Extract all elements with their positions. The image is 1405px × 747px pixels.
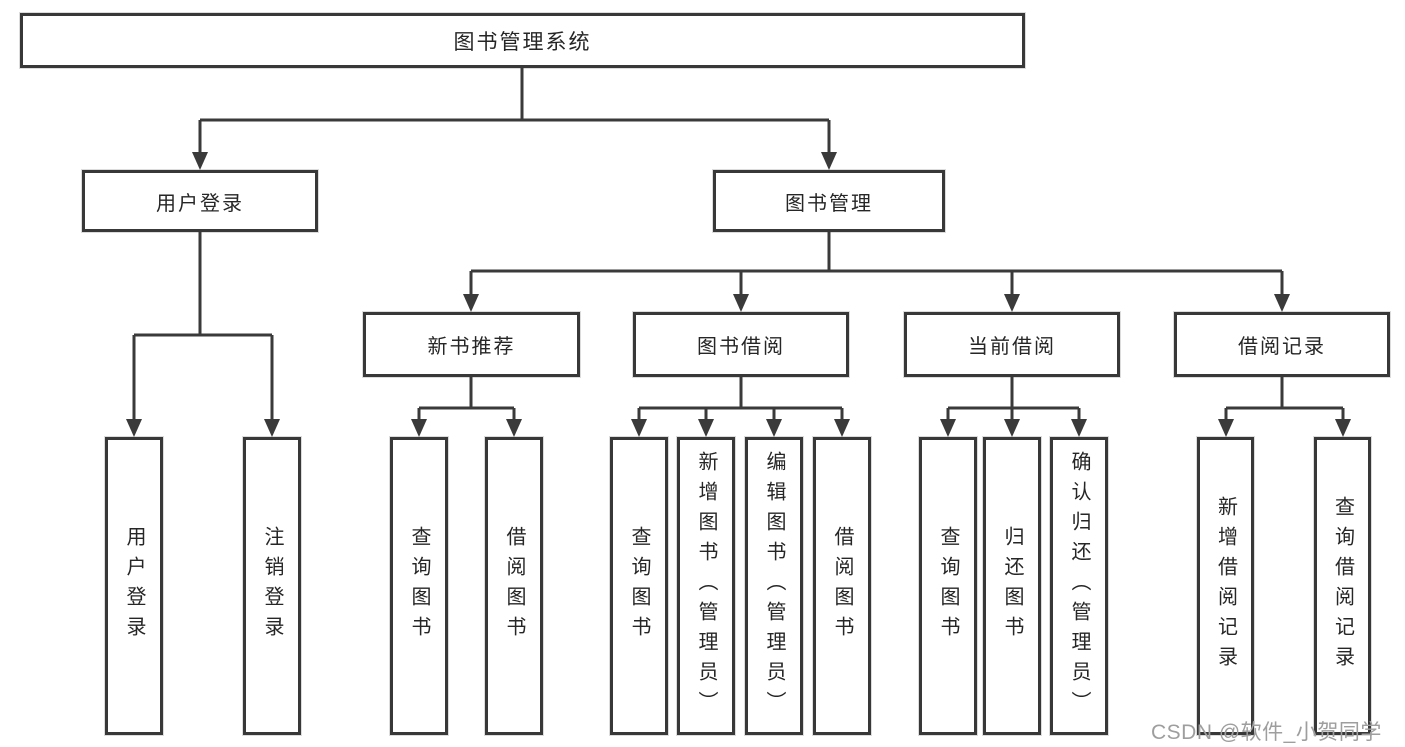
csdn-watermark: CSDN @软件_小贺同学	[1151, 721, 1382, 744]
arrowhead	[1004, 294, 1020, 312]
arrowhead	[126, 419, 142, 437]
node-label: 当前借阅	[968, 336, 1056, 358]
node-label: 新增图书（管理员）	[695, 451, 717, 721]
arrowhead	[834, 419, 850, 437]
leaf-records-query-record: 查询借阅记录	[1314, 437, 1371, 735]
arrowhead	[733, 294, 749, 312]
node-label: 归还图书	[1001, 526, 1023, 646]
node-current-borrowing: 当前借阅	[904, 312, 1120, 377]
connector-mgmt-to-level3	[463, 232, 1290, 312]
connector-login-to-leaves	[126, 232, 280, 437]
node-label: 借阅记录	[1238, 336, 1326, 358]
leaf-newbook-borrow-books: 借阅图书	[485, 437, 543, 735]
arrowhead	[1335, 419, 1351, 437]
node-library-management-system: 图书管理系统	[20, 13, 1025, 68]
arrowhead	[1071, 419, 1087, 437]
node-label: 借阅图书	[503, 526, 525, 646]
node-label: 查询借阅记录	[1331, 496, 1354, 676]
node-label: 查询图书	[937, 526, 959, 646]
node-label: 注销登录	[261, 526, 283, 646]
node-user-login: 用户登录	[82, 170, 318, 232]
arrowhead	[411, 419, 427, 437]
leaf-current-confirm-return-admin: 确认归还（管理员）	[1050, 437, 1108, 735]
leaf-borrow-borrow-books: 借阅图书	[813, 437, 871, 735]
arrowhead	[192, 152, 208, 170]
leaf-current-return-books: 归还图书	[983, 437, 1041, 735]
node-label: 图书管理系统	[453, 30, 592, 54]
node-label: 查询图书	[628, 526, 650, 646]
connector-current-to-leaves	[940, 377, 1087, 437]
arrowhead	[631, 419, 647, 437]
node-label: 查询图书	[408, 526, 430, 646]
connector-records-to-leaves	[1218, 377, 1351, 437]
arrowhead	[940, 419, 956, 437]
node-label: 用户登录	[123, 526, 145, 646]
arrowhead	[1274, 294, 1290, 312]
node-label: 图书管理	[785, 192, 873, 215]
connector-root-to-level2	[192, 68, 837, 170]
connector-newbook-to-leaves	[411, 377, 522, 437]
leaf-records-add-record: 新增借阅记录	[1197, 437, 1254, 735]
arrowhead	[1218, 419, 1234, 437]
node-label: 新书推荐	[427, 336, 516, 358]
node-label: 编辑图书（管理员）	[763, 451, 785, 721]
arrowhead	[698, 419, 714, 437]
node-label: 图书借阅	[697, 336, 785, 358]
node-new-book-recommend: 新书推荐	[363, 312, 580, 377]
connector-borrow-to-leaves	[631, 377, 850, 437]
leaf-current-query-books: 查询图书	[919, 437, 977, 735]
leaf-borrow-query-books: 查询图书	[610, 437, 668, 735]
node-borrowing-records: 借阅记录	[1174, 312, 1390, 377]
leaf-newbook-query-books: 查询图书	[390, 437, 448, 735]
arrowhead	[506, 419, 522, 437]
leaf-user-login: 用户登录	[105, 437, 163, 735]
node-label: 借阅图书	[831, 526, 853, 646]
leaf-borrow-add-books-admin: 新增图书（管理员）	[677, 437, 735, 735]
arrowhead	[264, 419, 280, 437]
arrowhead	[766, 419, 782, 437]
node-book-management: 图书管理	[713, 170, 945, 232]
node-label: 确认归还（管理员）	[1068, 451, 1090, 721]
arrowhead	[821, 152, 837, 170]
arrowhead	[1004, 419, 1020, 437]
arrowhead	[463, 294, 479, 312]
leaf-borrow-edit-books-admin: 编辑图书（管理员）	[745, 437, 803, 735]
node-label: 用户登录	[156, 192, 244, 215]
node-label: 新增借阅记录	[1214, 496, 1237, 676]
node-book-borrowing: 图书借阅	[633, 312, 849, 377]
leaf-logout: 注销登录	[243, 437, 301, 735]
